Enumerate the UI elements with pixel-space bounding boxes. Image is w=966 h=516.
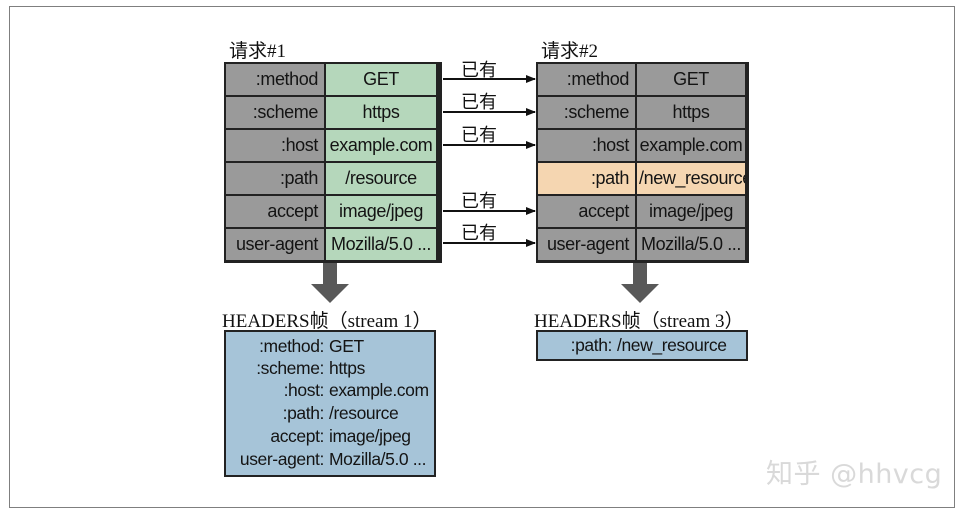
down-arrow-2 xyxy=(621,263,659,303)
frame-row: :method: GET xyxy=(226,335,434,357)
header-key: :host xyxy=(538,130,635,161)
frame-row: :scheme: https xyxy=(226,357,434,379)
header-row: :scheme https xyxy=(226,97,436,128)
header-value: https xyxy=(637,97,745,128)
header-value: /new_resource xyxy=(637,163,745,194)
frame1-title: HEADERS帧（stream 1） xyxy=(222,311,432,332)
header-value: GET xyxy=(637,64,745,95)
figure-frame xyxy=(9,6,955,508)
arrow-label: 已有 xyxy=(461,191,497,211)
frame-key: user-agent: xyxy=(239,449,325,469)
frame-value: /resource xyxy=(329,403,399,423)
headers-frame-stream1: :method: GET :scheme: https :host: examp… xyxy=(224,330,436,477)
header-key: user-agent xyxy=(226,229,324,260)
frame-value: /new_resource xyxy=(617,335,727,355)
request2-title: 请求#2 xyxy=(541,41,599,62)
request1-title: 请求#1 xyxy=(229,41,287,62)
header-value: example.com xyxy=(637,130,745,161)
frame-row: :path: /new_resource xyxy=(538,334,746,356)
frame-key: :host: xyxy=(283,380,325,400)
header-key: :scheme xyxy=(226,97,324,128)
header-row: accept image/jpeg xyxy=(538,196,745,227)
frame-row: :path: /resource xyxy=(226,402,434,424)
request1-header-table: :method GET :scheme https :host example.… xyxy=(224,62,442,263)
frame-row: :host: example.com xyxy=(226,379,434,401)
frame-key: accept: xyxy=(270,426,324,446)
header-row: user-agent Mozilla/5.0 ... xyxy=(226,229,436,260)
header-row: :host example.com xyxy=(538,130,745,161)
frame-key: :path: xyxy=(570,335,613,355)
frame-key: :path: xyxy=(282,403,325,423)
header-key: :host xyxy=(226,130,324,161)
header-row: :scheme https xyxy=(538,97,745,128)
header-key: :method xyxy=(538,64,635,95)
header-row: :method GET xyxy=(538,64,745,95)
watermark: 知乎 @hhvcg xyxy=(766,459,943,490)
header-key: accept xyxy=(226,196,324,227)
request2-header-table: :method GET :scheme https :host example.… xyxy=(536,62,749,263)
header-value: image/jpeg xyxy=(326,196,436,227)
frame-key: :method: xyxy=(259,336,324,356)
frame-row: user-agent: Mozilla/5.0 ... xyxy=(226,448,434,470)
header-row: :path /resource xyxy=(226,163,436,194)
header-value: example.com xyxy=(326,130,436,161)
arrow-label: 已有 xyxy=(461,223,497,243)
frame-value: example.com xyxy=(329,380,429,400)
frame-value: https xyxy=(329,358,365,378)
header-value: Mozilla/5.0 ... xyxy=(326,229,436,260)
header-row: :host example.com xyxy=(226,130,436,161)
header-key: :path xyxy=(538,163,635,194)
header-value: Mozilla/5.0 ... xyxy=(637,229,745,260)
frame2-title: HEADERS帧（stream 3） xyxy=(534,311,744,332)
frame-value: GET xyxy=(329,336,364,356)
header-row: accept image/jpeg xyxy=(226,196,436,227)
down-arrow-1 xyxy=(311,263,349,303)
header-key: accept xyxy=(538,196,635,227)
header-row: :method GET xyxy=(226,64,436,95)
header-value: https xyxy=(326,97,436,128)
header-row: user-agent Mozilla/5.0 ... xyxy=(538,229,745,260)
header-value: /resource xyxy=(326,163,436,194)
frame-value: Mozilla/5.0 ... xyxy=(329,449,427,469)
header-key: :path xyxy=(226,163,324,194)
header-row-changed: :path /new_resource xyxy=(538,163,745,194)
header-key: :method xyxy=(226,64,324,95)
arrow-label: 已有 xyxy=(461,92,497,112)
headers-frame-stream3: :path: /new_resource xyxy=(536,330,748,361)
header-key: user-agent xyxy=(538,229,635,260)
frame-value: image/jpeg xyxy=(329,426,411,446)
header-value: image/jpeg xyxy=(637,196,745,227)
header-key: :scheme xyxy=(538,97,635,128)
arrow-label: 已有 xyxy=(461,60,497,80)
arrow-label: 已有 xyxy=(461,125,497,145)
frame-key: :scheme: xyxy=(256,358,324,378)
header-value: GET xyxy=(326,64,436,95)
frame-row: accept: image/jpeg xyxy=(226,425,434,447)
